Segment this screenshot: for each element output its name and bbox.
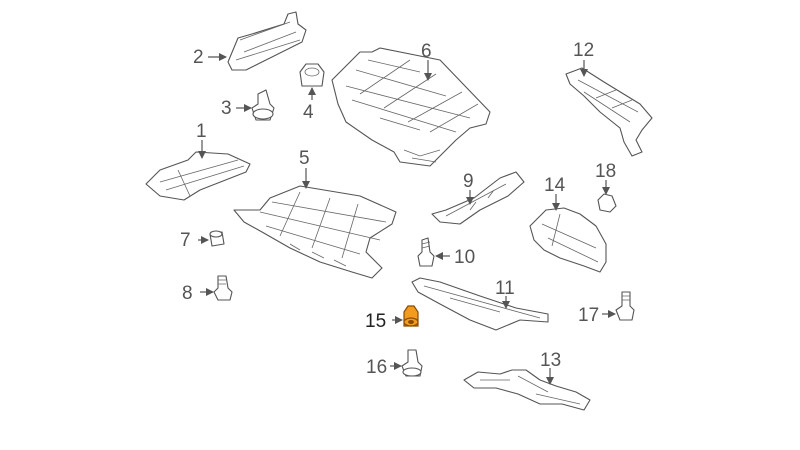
callout-10: 10	[454, 247, 475, 268]
callout-9: 9	[463, 171, 474, 192]
callout-11: 11	[495, 278, 515, 299]
part-14-rear-right-shield[interactable]: 14	[529, 175, 607, 273]
part-13-lower-bracket[interactable]: 13	[463, 350, 591, 411]
part-18-clip[interactable]: 18	[595, 161, 617, 213]
part-15-bushing-highlighted[interactable]: 15	[365, 305, 419, 332]
callout-5: 5	[299, 148, 310, 169]
part-11-long-rail[interactable]: 11	[411, 277, 549, 331]
callout-3: 3	[221, 98, 232, 119]
callout-2: 2	[193, 47, 204, 68]
part-12-side-rail[interactable]: 12	[565, 40, 653, 157]
part-7-plug[interactable]: 7	[180, 230, 225, 251]
part-4-grommet[interactable]: 4	[299, 63, 325, 123]
callout-6: 6	[421, 41, 432, 62]
part-17-bolt[interactable]: 17	[578, 291, 635, 326]
callout-1: 1	[196, 121, 207, 142]
part-2-shield[interactable]: 2	[193, 11, 307, 71]
callout-7: 7	[180, 230, 191, 251]
callout-13: 13	[540, 350, 561, 371]
callout-12: 12	[573, 40, 594, 61]
part-3-push-pin[interactable]: 3	[221, 89, 275, 121]
part-8-bolt[interactable]: 8	[182, 275, 233, 304]
callout-15: 15	[365, 311, 386, 332]
part-5-center-shield[interactable]: 5	[233, 148, 397, 279]
callout-4: 4	[303, 102, 314, 123]
part-1-front-shield[interactable]: 1	[145, 121, 251, 201]
callout-14: 14	[544, 175, 566, 196]
part-10-bolt[interactable]: 10	[417, 237, 475, 268]
part-6-rear-shield[interactable]: 6	[331, 41, 491, 167]
callout-8: 8	[182, 283, 193, 304]
callout-17: 17	[578, 305, 599, 326]
part-16-bolt[interactable]: 16	[366, 349, 423, 378]
callout-18: 18	[595, 161, 616, 182]
part-9-bracket[interactable]: 9	[431, 171, 525, 225]
callout-16: 16	[366, 357, 387, 378]
